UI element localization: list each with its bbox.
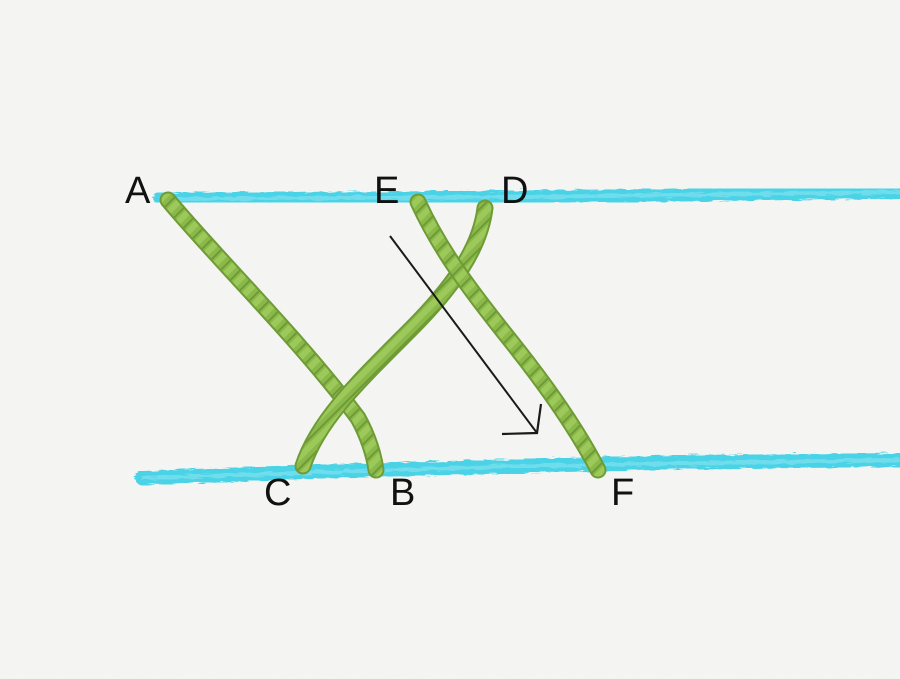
top-guide-line [160, 192, 900, 199]
point-label-e: E [374, 170, 399, 212]
point-label-b: B [390, 472, 415, 514]
point-label-a: A [125, 170, 151, 212]
point-label-d: D [501, 170, 528, 212]
point-label-f: F [611, 472, 634, 514]
point-label-c: C [264, 472, 291, 514]
